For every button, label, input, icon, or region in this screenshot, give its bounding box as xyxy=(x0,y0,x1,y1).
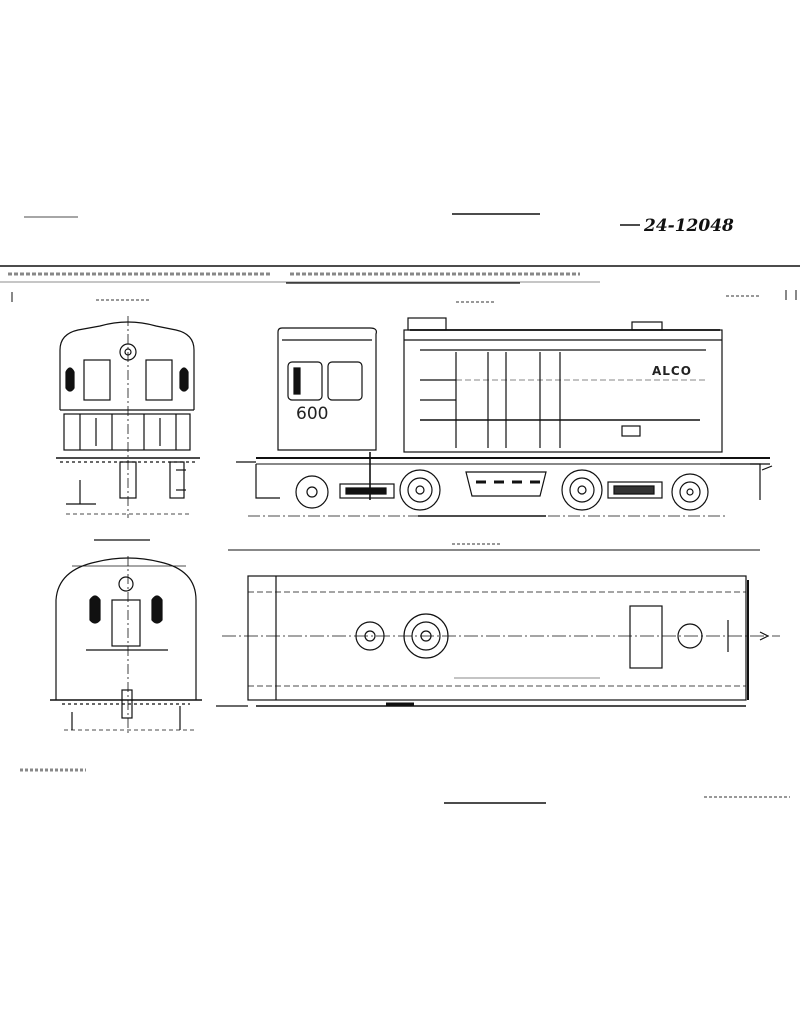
revision-block xyxy=(444,796,790,804)
builder-lettering: ALCO xyxy=(652,364,692,378)
side-elevation xyxy=(236,317,773,517)
title-block xyxy=(0,213,800,303)
front-end-view xyxy=(56,299,200,518)
rear-end-view xyxy=(20,539,202,772)
top-plan-view xyxy=(216,543,780,707)
cab-road-number: 600 xyxy=(296,404,329,424)
drawing-number: 24-12048 xyxy=(644,216,734,236)
